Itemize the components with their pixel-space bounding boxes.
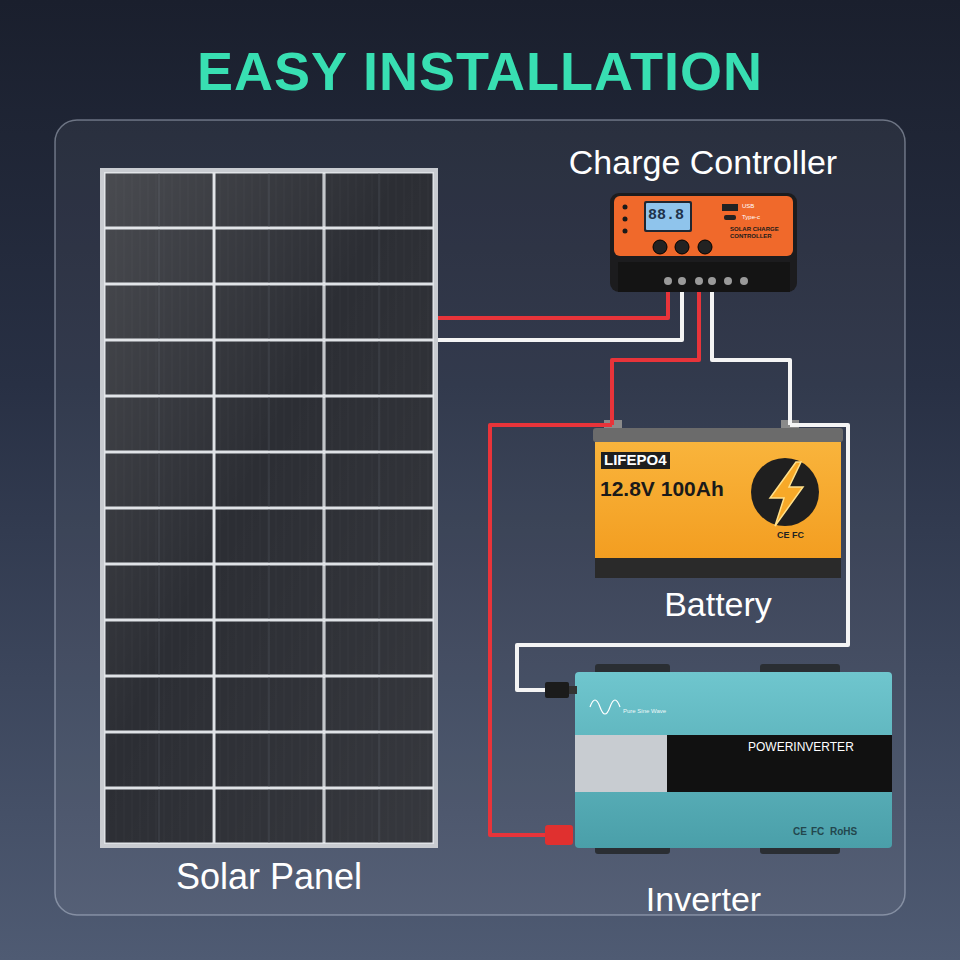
device-marking: SOLAR CHARGE CONTROLLER bbox=[730, 226, 788, 239]
solar-panel-node: Solar Panel bbox=[100, 168, 438, 898]
device-marking: CE bbox=[793, 826, 807, 837]
label-holder: FC bbox=[792, 531, 804, 541]
device-marking: Type-c bbox=[742, 214, 760, 221]
component-label: Charge Controller bbox=[569, 142, 837, 183]
terminal-screw bbox=[708, 277, 716, 285]
label-holder: FC bbox=[811, 826, 824, 837]
title-holder: EASY INSTALLATION bbox=[0, 44, 960, 98]
controller-button bbox=[698, 240, 712, 254]
label-holder: CE bbox=[777, 531, 790, 541]
label-holder: 88.8 bbox=[648, 208, 684, 225]
label-holder: CE bbox=[793, 826, 807, 837]
sine-wave-icon bbox=[590, 700, 620, 714]
controller-button bbox=[653, 240, 667, 254]
device-marking: RoHS bbox=[830, 826, 857, 837]
label-holder: 12.8V 100Ah bbox=[600, 477, 724, 500]
controller-face bbox=[614, 196, 793, 256]
panel-shine bbox=[104, 172, 434, 844]
label-holder: RoHS bbox=[830, 826, 857, 837]
charge-controller-node: Charge Controller bbox=[545, 142, 861, 292]
panel-cells bbox=[104, 172, 434, 844]
inverter-node: Inverter bbox=[545, 672, 892, 920]
lcd-screen bbox=[646, 203, 690, 230]
controller-led bbox=[623, 205, 628, 210]
device-marking: FC bbox=[811, 826, 824, 837]
component-label: Inverter bbox=[646, 879, 761, 920]
inverter-black-band bbox=[667, 735, 892, 792]
component-label: Battery bbox=[664, 584, 772, 625]
label-holder: Pure Sine Wave bbox=[623, 708, 666, 715]
terminal-block bbox=[618, 262, 790, 292]
inverter-body bbox=[575, 672, 892, 848]
wire-connector bbox=[612, 292, 699, 425]
content-panel bbox=[55, 120, 905, 915]
inverter-silver-panel bbox=[575, 735, 667, 792]
device-marking: 88.8 bbox=[648, 208, 684, 225]
terminal-screw bbox=[695, 277, 703, 285]
lightning-bolt bbox=[770, 462, 803, 526]
typec-port bbox=[724, 215, 736, 220]
battery-base-strip bbox=[595, 558, 841, 578]
label-holder: SOLAR CHARGE CONTROLLER bbox=[730, 226, 788, 239]
device-marking: 12.8V 100Ah bbox=[600, 477, 724, 500]
device-marking: Pure Sine Wave bbox=[623, 708, 666, 715]
label-holder: Type-c bbox=[742, 214, 760, 221]
wire-connector bbox=[712, 292, 790, 425]
page-title: EASY INSTALLATION bbox=[197, 41, 763, 101]
black-plug-stub bbox=[569, 686, 577, 694]
controller-led bbox=[623, 229, 628, 234]
terminal-screw bbox=[678, 277, 686, 285]
controller-led bbox=[623, 217, 628, 222]
wire-connector bbox=[490, 425, 612, 835]
device-marking: USB bbox=[742, 203, 754, 210]
terminal-screw bbox=[664, 277, 672, 285]
device-marking: LIFEPO4 bbox=[601, 452, 670, 469]
battery-lid bbox=[593, 428, 843, 442]
wire-connector bbox=[438, 292, 668, 318]
bolt-badge bbox=[751, 458, 819, 526]
label-holder: USB bbox=[742, 203, 754, 210]
device-marking: FC bbox=[792, 531, 804, 541]
panel-frame bbox=[100, 168, 438, 848]
terminal-screw bbox=[724, 277, 732, 285]
black-plug bbox=[545, 682, 569, 698]
device-marking: CE bbox=[777, 531, 790, 541]
usb-port bbox=[722, 204, 738, 211]
wire-connector bbox=[438, 292, 682, 340]
lcd-bezel bbox=[644, 201, 692, 232]
controller-button bbox=[675, 240, 689, 254]
component-label: Solar Panel bbox=[176, 855, 362, 898]
device-marking: POWERINVERTER bbox=[748, 741, 854, 754]
controller-body bbox=[610, 193, 797, 292]
wire-connector bbox=[517, 425, 848, 690]
label-holder: LIFEPO4 bbox=[601, 452, 670, 469]
red-plug bbox=[545, 825, 573, 845]
battery-case bbox=[595, 442, 841, 578]
label-holder: POWERINVERTER bbox=[748, 741, 854, 754]
panel-fingers bbox=[104, 172, 434, 844]
terminal-screw bbox=[740, 277, 748, 285]
